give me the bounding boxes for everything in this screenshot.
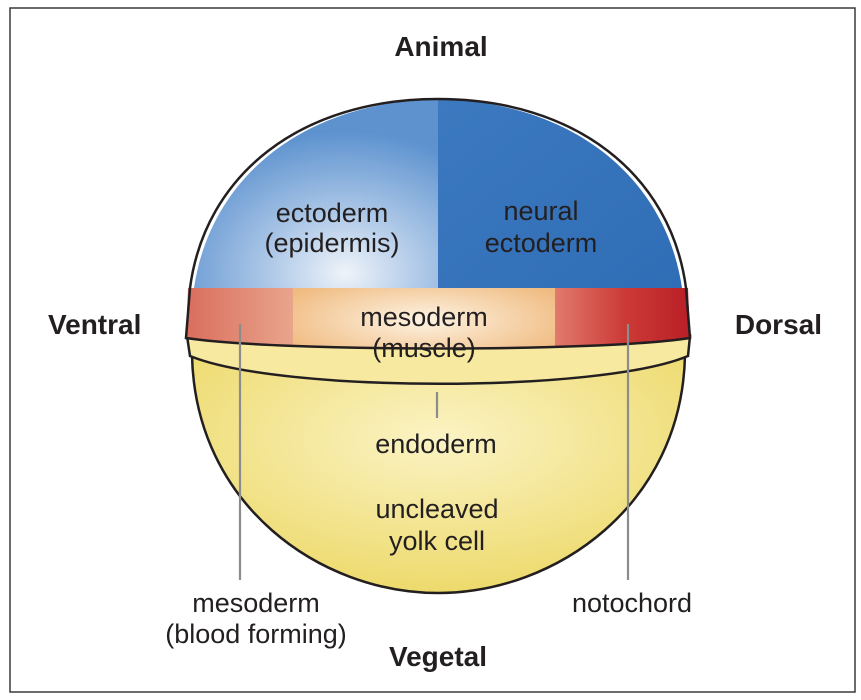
mesoderm-muscle-label-line1: mesoderm: [360, 302, 488, 332]
ventral-side-label: Ventral: [48, 309, 141, 340]
endoderm-label: endoderm: [375, 429, 497, 459]
ectoderm-label-line2: (epidermis): [264, 228, 399, 258]
neural-ectoderm-label-line1: neural: [503, 196, 578, 226]
dorsal-side-label: Dorsal: [735, 309, 822, 340]
notochord-label: notochord: [572, 588, 692, 618]
neural-ectoderm-label-line2: ectoderm: [485, 228, 598, 258]
mesoderm-muscle-label-line2: (muscle): [372, 333, 476, 363]
blood-mesoderm-label-line1: mesoderm: [192, 588, 320, 618]
animal-pole-label: Animal: [394, 31, 487, 62]
ectoderm-label-line1: ectoderm: [276, 198, 389, 228]
yolk-cell-label-line1: uncleaved: [375, 494, 498, 524]
vegetal-pole-label: Vegetal: [389, 641, 487, 672]
blood-mesoderm-label-line2: (blood forming): [165, 619, 347, 649]
yolk-cell-label-line2: yolk cell: [389, 526, 485, 556]
ectoderm-region: [194, 99, 438, 288]
neural-ectoderm-region: [438, 99, 682, 288]
yolk-cell-region: [192, 355, 685, 593]
